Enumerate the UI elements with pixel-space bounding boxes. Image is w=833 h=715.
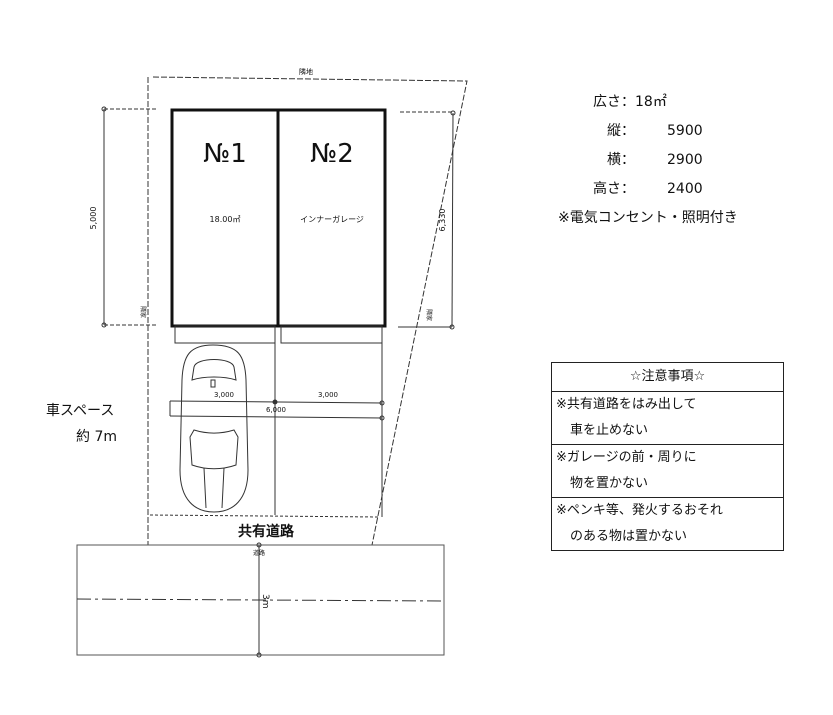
notes-title: ☆注意事項☆: [552, 363, 783, 392]
note-line: ※共有道路をはみ出して: [556, 397, 697, 412]
car-space-line2: 約 7m: [76, 429, 117, 445]
spec-list: 広さ：18㎡ 縦：5900 横：2900 高さ：2400: [593, 88, 703, 204]
note-line: ※ガレージの前・周りに: [556, 450, 697, 465]
road-top-label: 道路: [253, 549, 265, 557]
note-line: 物を置かない: [570, 476, 649, 491]
bay-1-area: 18.00㎡: [210, 215, 241, 224]
shared-road-label: 共有道路: [238, 523, 295, 540]
side-mark-right: 隣家: [425, 309, 433, 321]
spec-width: 横：2900: [607, 152, 703, 168]
bay-2-title: №2: [310, 139, 354, 169]
dim-right: 6,330: [438, 209, 447, 232]
note-line: 車を止めない: [570, 423, 649, 438]
dim-total: 6,000: [266, 406, 286, 414]
note-item: ※ガレージの前・周りに 物を置かない: [552, 445, 783, 498]
spec-depth: 縦：5900: [607, 123, 703, 139]
dim-car-a: 3,000: [214, 391, 234, 399]
spec-note: ※電気コンセント・照明付き: [558, 210, 738, 226]
road-centerline: [76, 598, 445, 602]
note-item: ※ペンキ等、発火するおそれ のある物は置かない: [552, 498, 783, 550]
car-space-label: 車スペース 約 7m: [46, 398, 117, 450]
dim-left: 5,000: [89, 207, 98, 230]
spec-height: 高さ：2400: [593, 181, 703, 197]
note-line: ※ペンキ等、発火するおそれ: [556, 503, 723, 518]
spec-area: 広さ：18㎡: [593, 94, 667, 110]
car-illustration: [179, 344, 249, 513]
car-space-line1: 車スペース: [46, 403, 115, 419]
top-neighbor-label: 隣地: [299, 67, 313, 76]
side-mark-left: 隣家: [139, 306, 147, 318]
road-width-label: 3m: [260, 594, 270, 609]
lot-front-line: [149, 514, 379, 518]
bay-1-title: №1: [203, 139, 247, 169]
lot-boundary: [147, 76, 468, 546]
note-line: のある物は置かない: [570, 529, 688, 544]
bay-2-label: インナーガレージ: [300, 214, 364, 224]
notes-box: ☆注意事項☆ ※共有道路をはみ出して 車を止めない ※ガレージの前・周りに 物を…: [551, 362, 784, 551]
note-item: ※共有道路をはみ出して 車を止めない: [552, 392, 783, 445]
dim-car-b: 3,000: [318, 391, 338, 399]
